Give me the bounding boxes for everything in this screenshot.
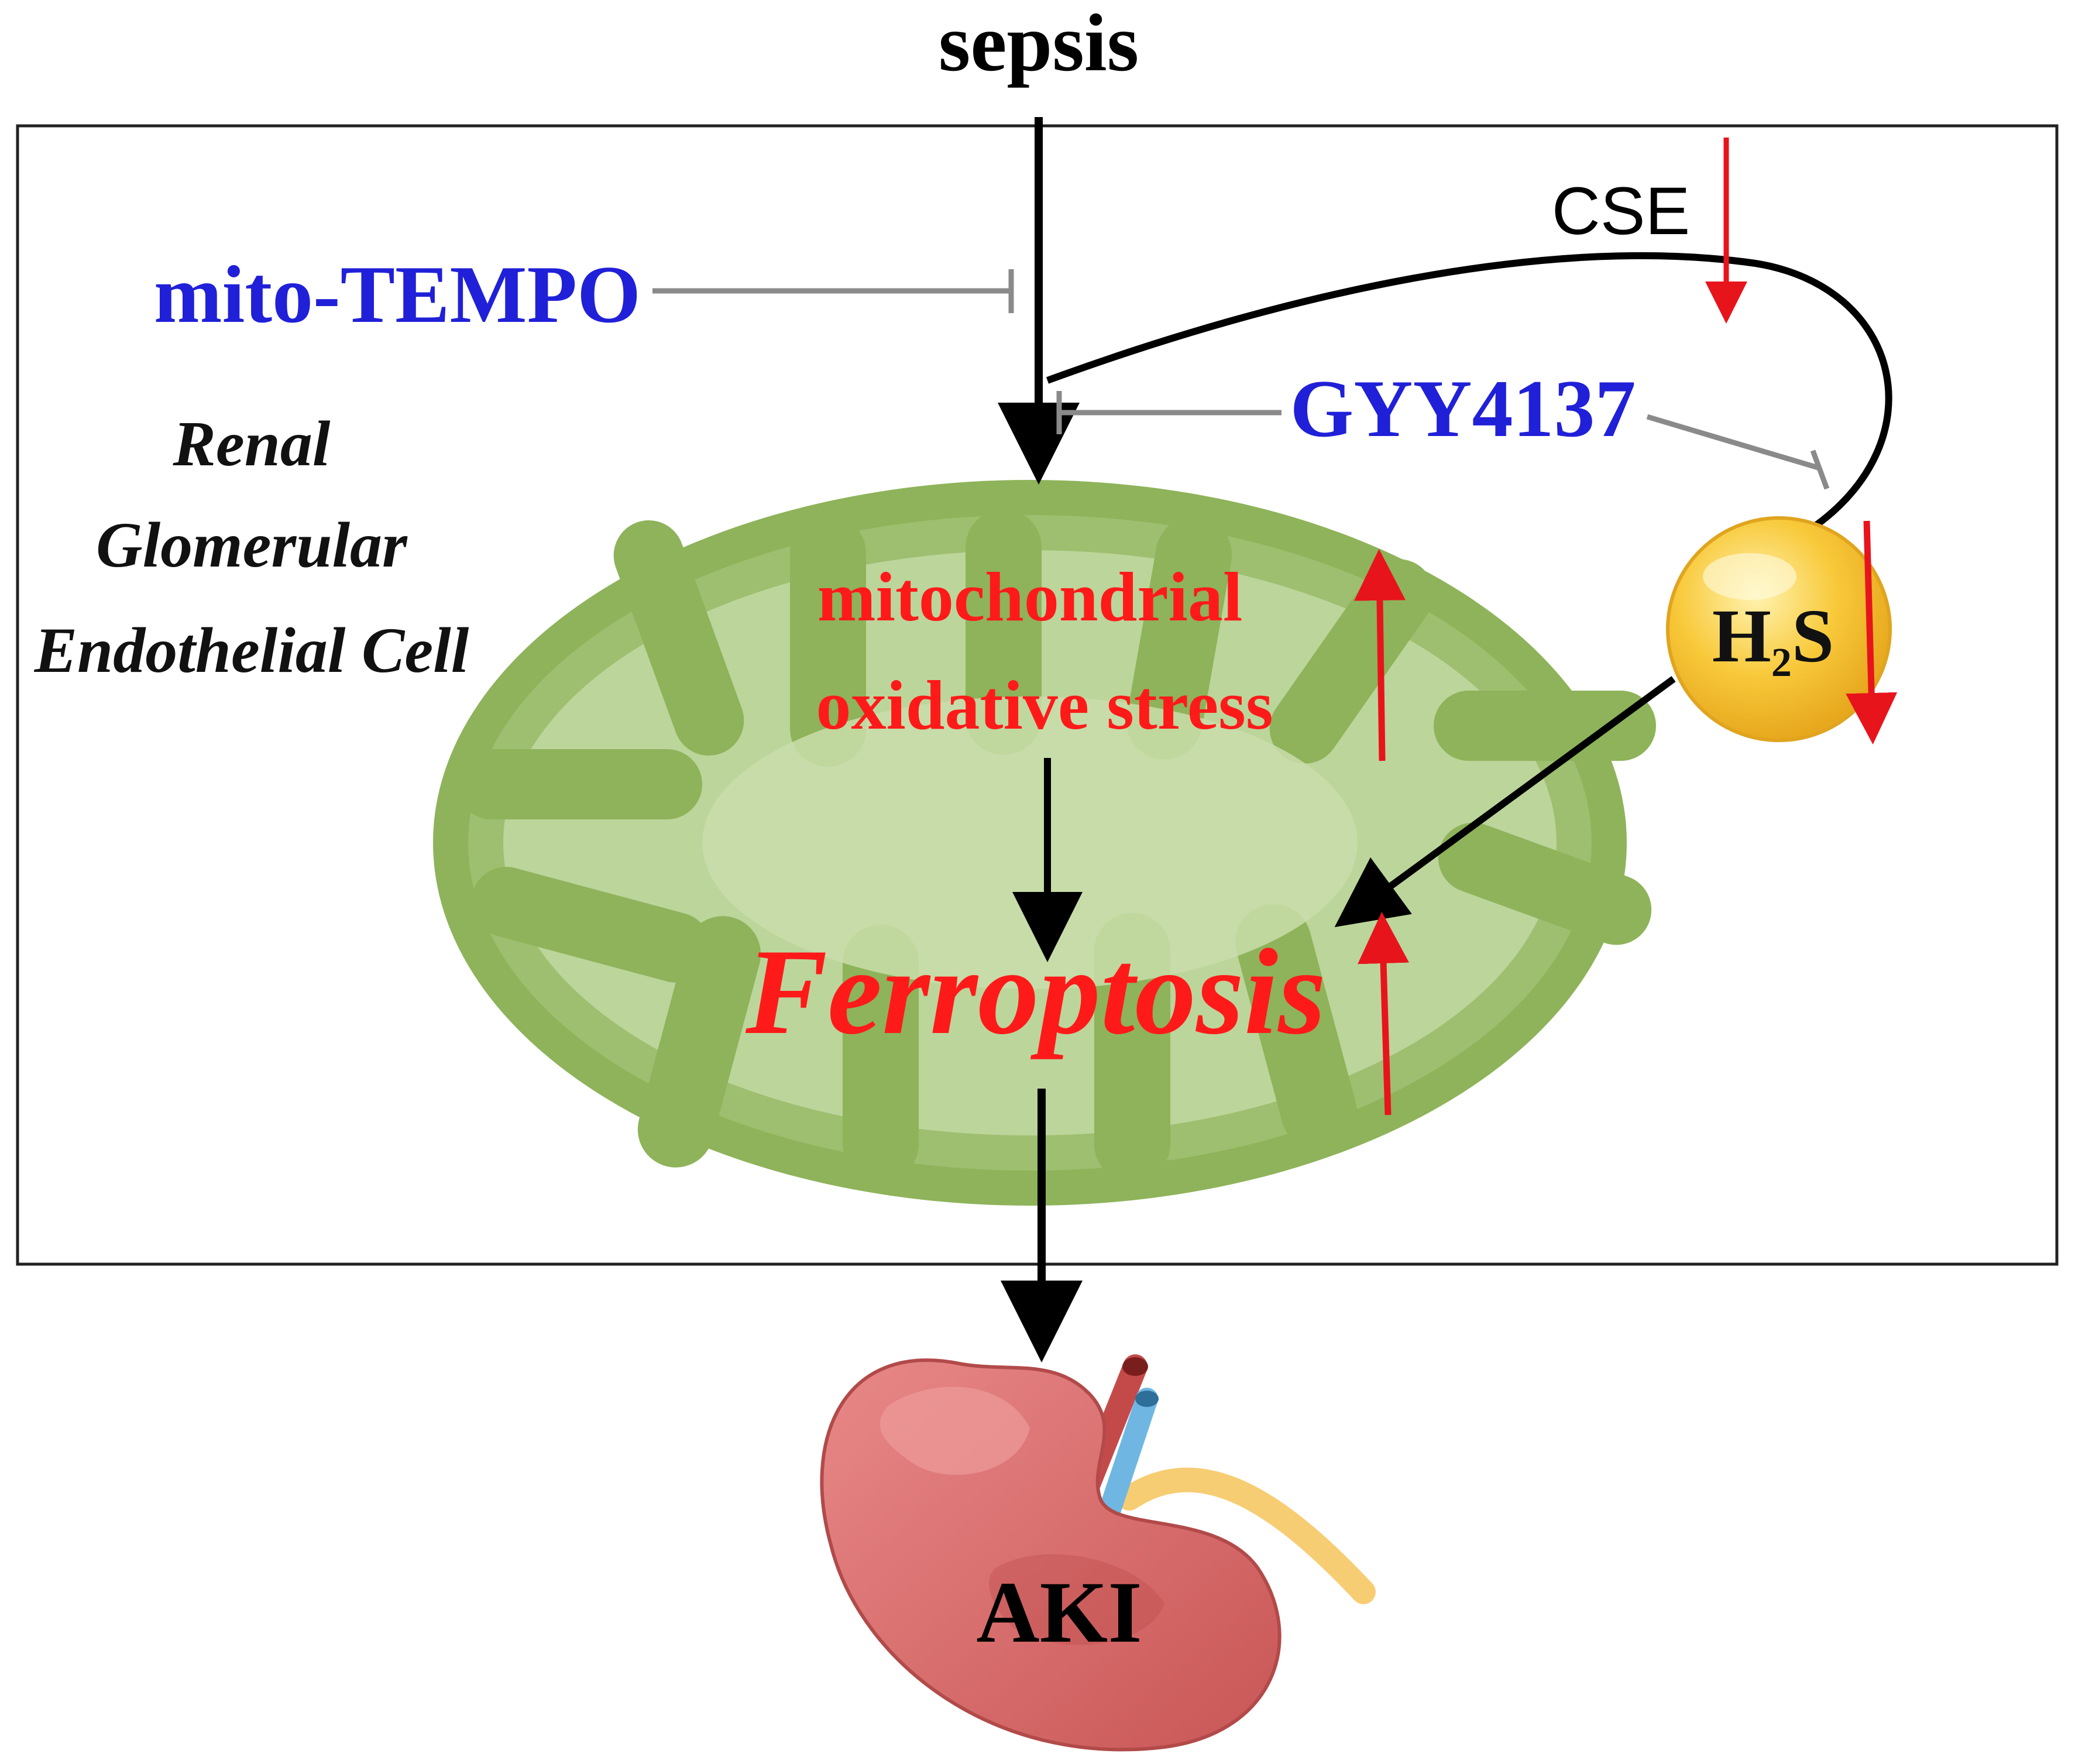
mitochondrion-icon	[433, 480, 1656, 1206]
h2s-label: H2S	[1712, 594, 1834, 685]
h2s-decrease-arrow	[1846, 520, 1898, 744]
cell-label-line2: Glomerular	[96, 509, 408, 581]
mito-tempo-label: mito-TEMPO	[154, 249, 641, 340]
stress-increase-arrow	[1353, 549, 1406, 761]
ferroptosis-increase-arrow	[1358, 912, 1410, 1116]
cse-pathway-curve	[1046, 252, 1892, 530]
aki-label: AKI	[976, 1564, 1142, 1661]
stress-label-line2: oxidative stress	[816, 666, 1273, 744]
h2s-molecule-icon	[1666, 516, 1892, 742]
sepsis-title: sepsis	[939, 0, 1139, 88]
cse-label: CSE	[1552, 174, 1690, 249]
h2s-to-ferroptosis-arrow	[1334, 676, 1676, 928]
gyy4137-label: GYY4137	[1290, 363, 1636, 454]
cell-label-line3: Endothelial Cell	[34, 615, 469, 686]
ferroptosis-label: Ferroptosis	[745, 924, 1326, 1060]
gyy4137-inhibit-sepsis-line	[1056, 391, 1282, 434]
mito-tempo-inhibit-line	[652, 269, 1014, 313]
cell-label-line1: Renal	[173, 408, 331, 479]
cell-type-label: Renal Glomerular Endothelial Cell	[34, 408, 469, 686]
stress-label-line1: mitochondrial	[817, 558, 1243, 636]
kidney-icon	[820, 1354, 1376, 1752]
gyy4137-inhibit-h2s-line	[1646, 414, 1830, 490]
